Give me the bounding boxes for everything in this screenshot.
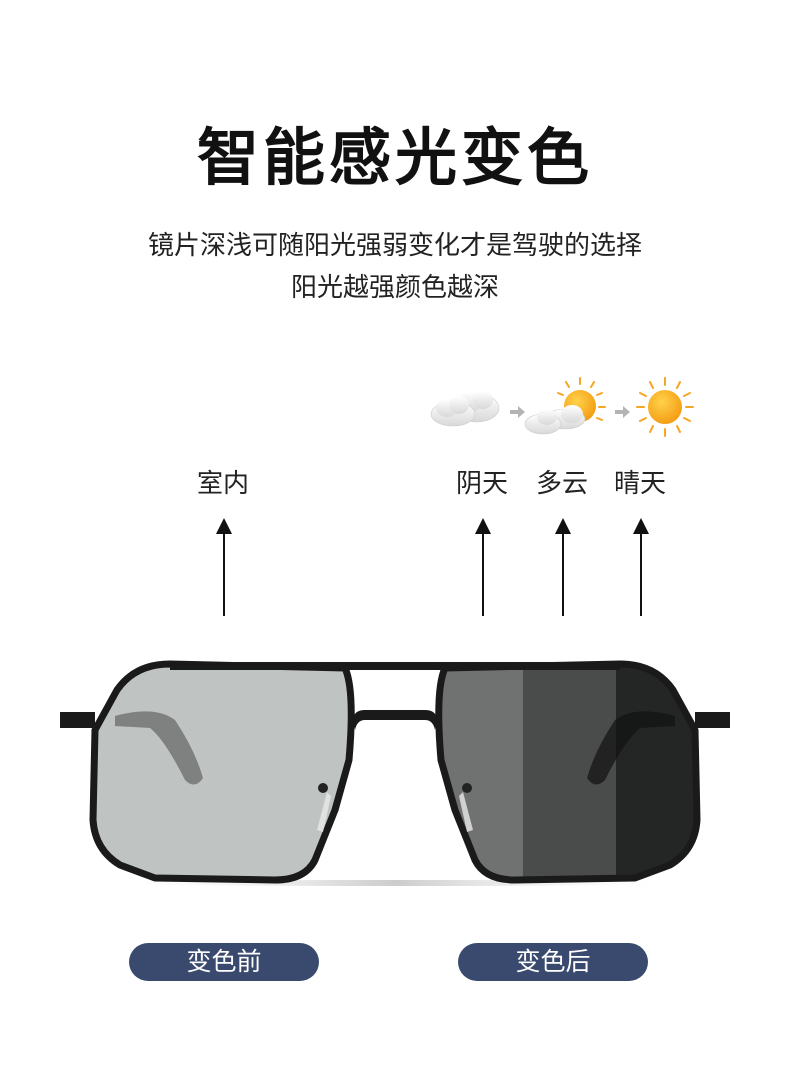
sun-icon [636,377,694,437]
page-title: 智能感光变色 [196,121,593,194]
badge-before: 变色前 [129,943,319,981]
cloud-icon [430,391,500,427]
condition-label-overcast: 阴天 [456,469,509,499]
condition-label-cloudy: 多云 [536,469,589,499]
condition-label-sunny: 晴天 [614,469,667,499]
subtitle-line-1: 镜片深浅可随阳光强弱变化才是驾驶的选择 [147,231,642,261]
subtitle-line-2: 阳光越强颜色越深 [290,273,499,303]
arrow-up-icon [555,518,571,616]
badge-after: 变色后 [458,943,648,981]
arrow-up-icon [633,518,649,616]
partly-cloudy-icon [524,377,606,435]
lens-before [89,660,355,884]
arrow-right-icon [615,406,630,418]
arrow-right-icon [510,406,525,418]
arrow-up-icon [216,518,232,616]
sunglasses-illustration [60,660,730,886]
arrow-up-icon [475,518,491,616]
condition-label-indoor: 室内 [197,469,250,499]
weather-progression [430,377,694,437]
lens-after [435,660,701,884]
